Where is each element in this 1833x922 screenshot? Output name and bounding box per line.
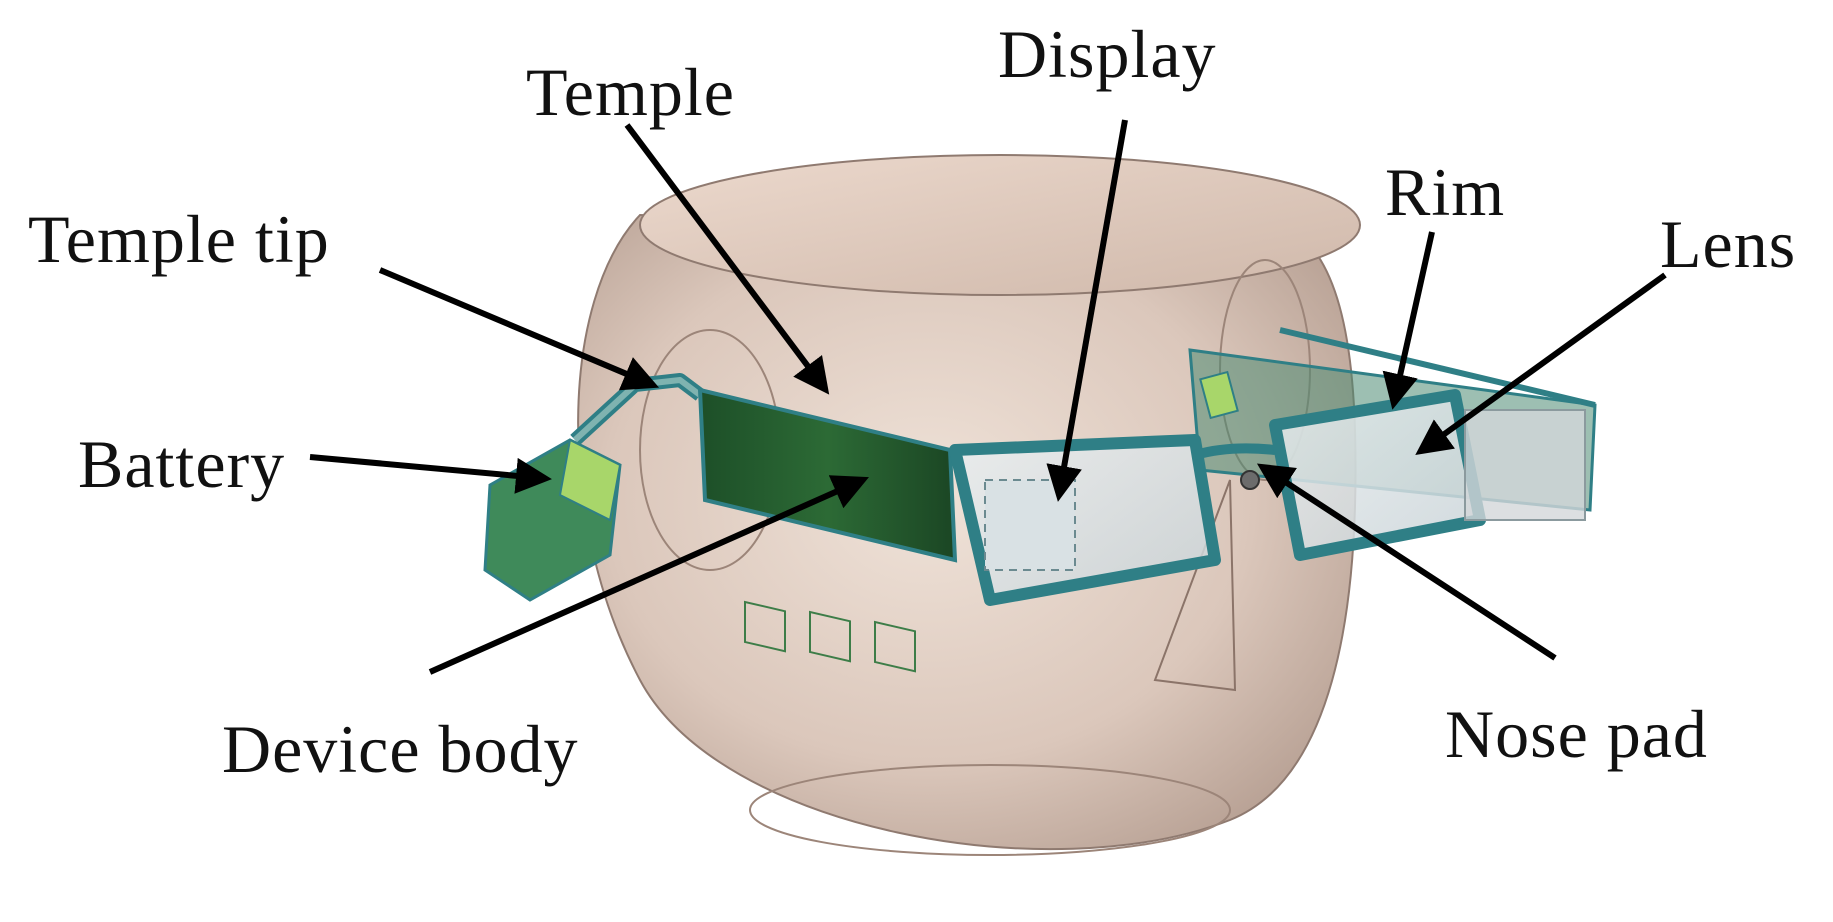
arrow-nose-pad — [1256, 463, 1557, 661]
arrow-rim — [1382, 231, 1435, 410]
arrow-battery — [309, 454, 552, 494]
label-temple-tip: Temple tip — [28, 201, 330, 277]
arrow-display — [1046, 119, 1128, 502]
label-temple: Temple — [526, 54, 735, 130]
left-rim — [949, 434, 1221, 606]
head-model — [577, 154, 1361, 856]
arrow-lens — [1415, 272, 1667, 456]
arrow-device-body — [428, 475, 869, 675]
right-rim — [1269, 389, 1586, 561]
label-rim: Rim — [1385, 154, 1506, 230]
arrow-temple — [624, 123, 830, 395]
label-nose-pad: Nose pad — [1445, 696, 1708, 772]
label-device-body: Device body — [222, 711, 579, 787]
label-battery: Battery — [78, 426, 286, 502]
sensor — [1199, 370, 1239, 420]
leader-arrows — [309, 119, 1667, 675]
label-display: Display — [998, 16, 1217, 92]
arrow-temple-tip — [378, 267, 660, 391]
device-body — [697, 387, 958, 673]
label-lens: Lens — [1660, 206, 1797, 282]
